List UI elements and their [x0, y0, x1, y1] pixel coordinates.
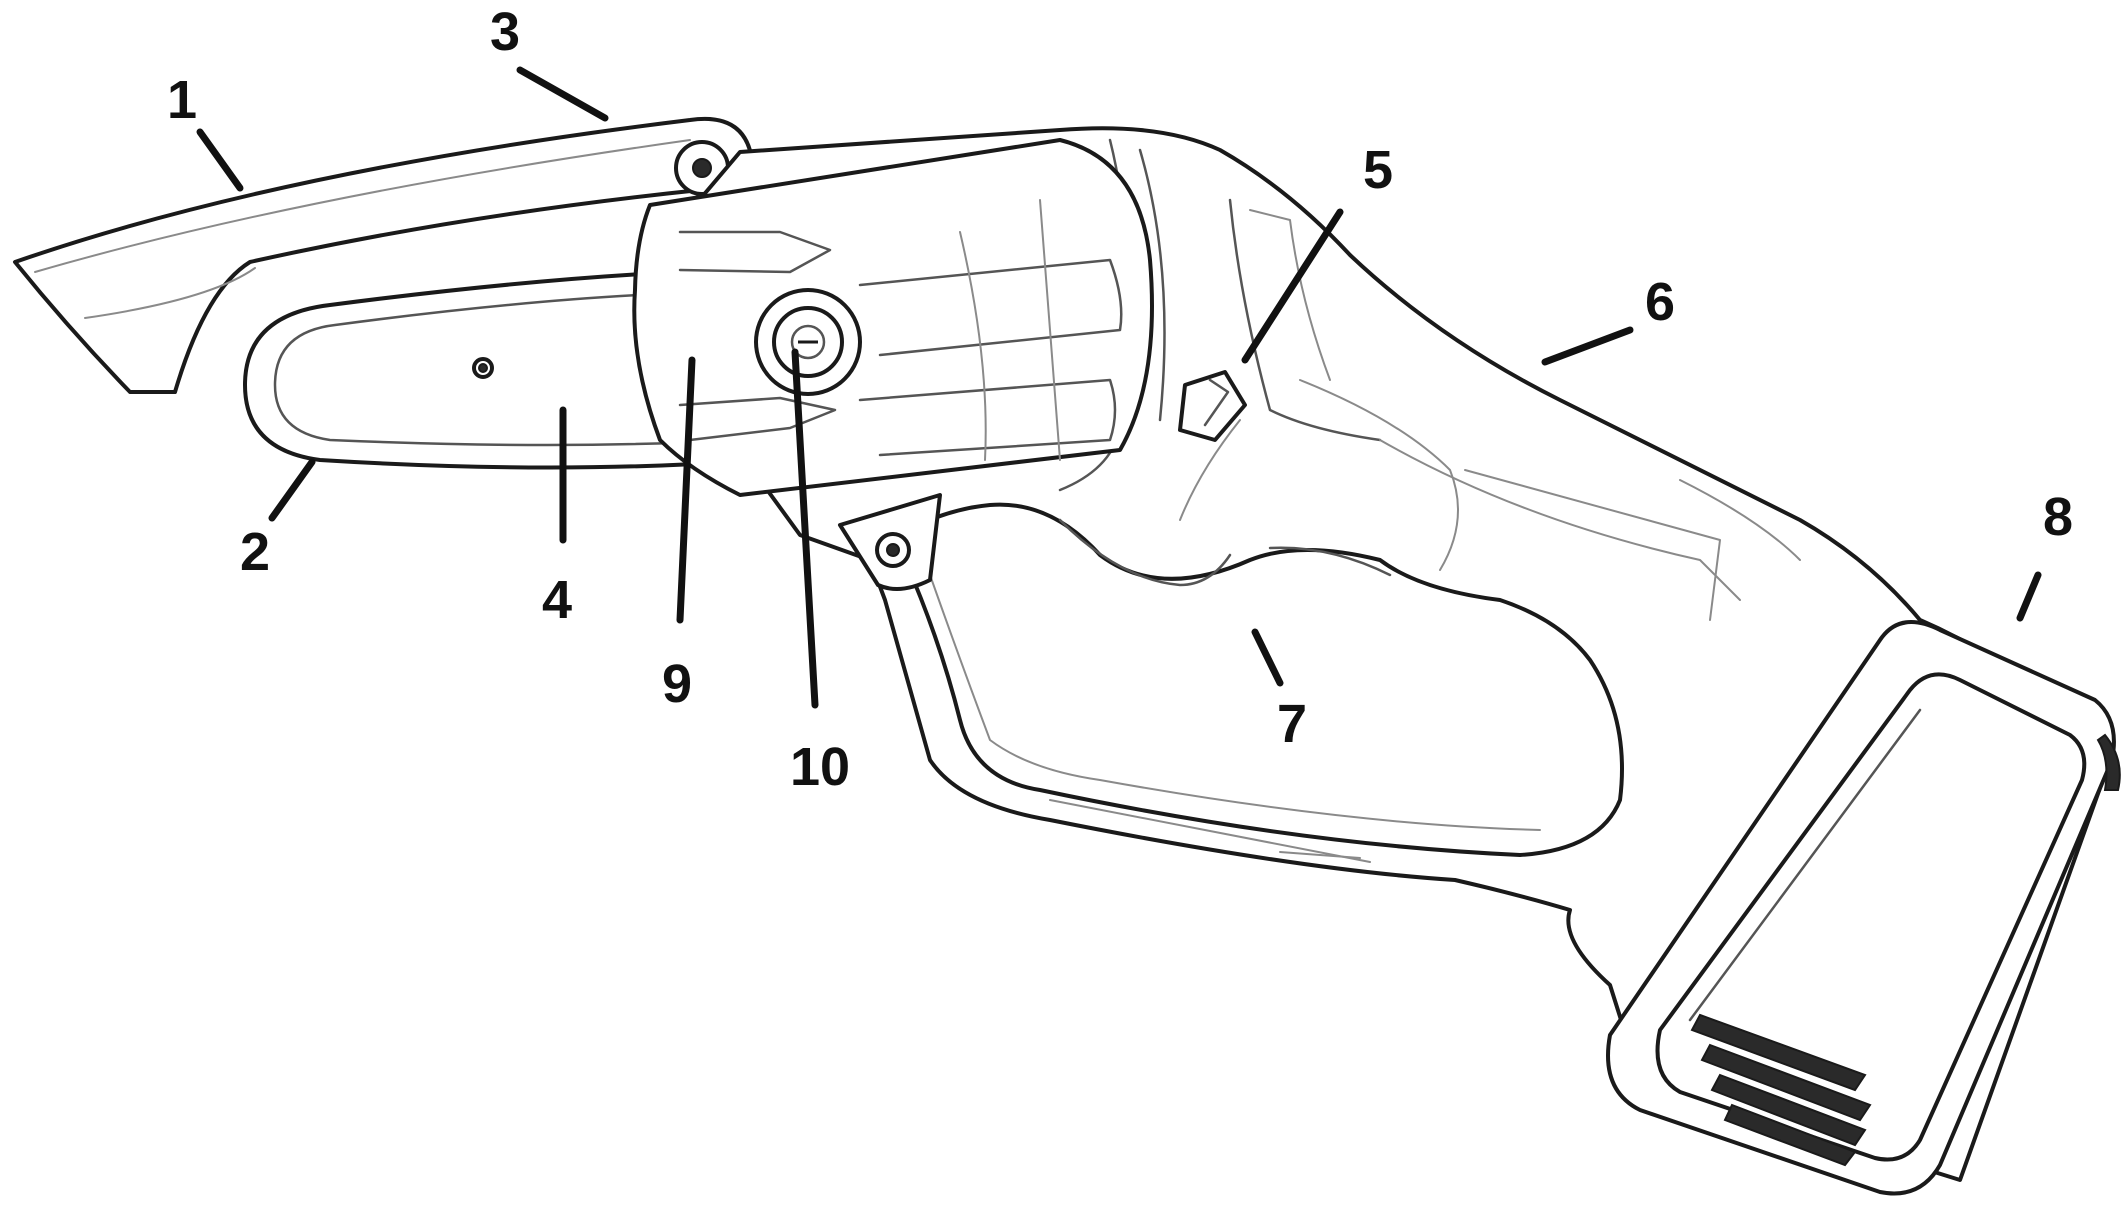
leader-3 [516, 66, 609, 122]
leader-10 [791, 348, 819, 709]
tensioner-nut [754, 288, 862, 396]
callout-8: 8 [2043, 487, 2073, 547]
callout-1: 1 [167, 70, 197, 130]
callout-5: 5 [1363, 140, 1393, 200]
callout-3: 3 [490, 2, 520, 62]
safety-lock-switch [1178, 370, 1247, 442]
callout-labels: 1 2 3 4 5 6 7 8 9 10 [167, 2, 2073, 797]
leader-8 [2016, 571, 2042, 622]
leader-6 [1541, 326, 1634, 366]
callout-10: 10 [790, 737, 850, 797]
leader-lines [196, 66, 2042, 709]
leader-7 [1251, 628, 1284, 687]
trigger-grip [873, 502, 1624, 863]
chain-bar [243, 268, 762, 470]
callout-6: 6 [1645, 272, 1675, 332]
battery-pack [1606, 620, 2121, 1196]
callout-9: 9 [662, 654, 692, 714]
callout-2: 2 [240, 522, 270, 582]
callout-4: 4 [542, 570, 572, 630]
leader-9 [676, 356, 696, 624]
leader-2 [268, 458, 316, 522]
battery-release-grip [1690, 1013, 1872, 1167]
callout-7: 7 [1277, 694, 1307, 754]
leader-5 [1241, 208, 1344, 364]
leader-1 [196, 128, 244, 192]
lower-mount-bracket [838, 493, 942, 591]
sprocket-cover [632, 138, 1154, 497]
